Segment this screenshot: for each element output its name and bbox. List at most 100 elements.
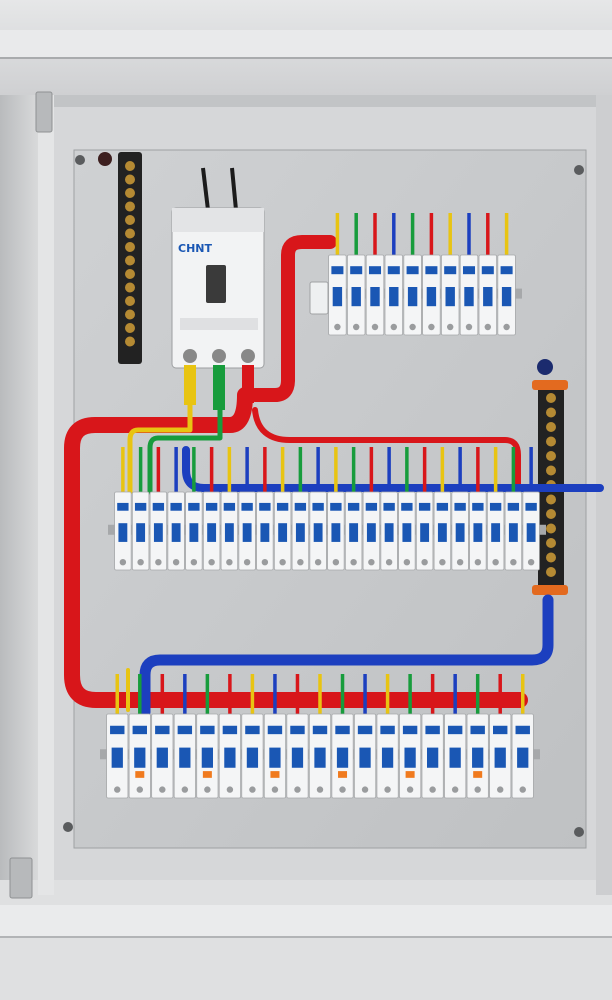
terminal-screw (451, 786, 459, 793)
breaker-label-strip (155, 725, 170, 735)
breaker-toggle (189, 523, 199, 542)
terminal-screw (429, 786, 436, 793)
terminal-screw (456, 559, 464, 566)
breaker-label-strip (294, 502, 307, 511)
terminal-screw (155, 559, 162, 566)
breaker-toggle (111, 747, 123, 768)
breaker-label-strip (454, 502, 466, 511)
terminal-screw (332, 559, 340, 566)
breaker-toggle (242, 523, 252, 542)
rcd-test-button (202, 771, 212, 778)
breaker-toggle (384, 523, 394, 542)
terminal-screw (125, 323, 135, 333)
breaker-toggle (291, 747, 304, 768)
wiring-harness (64, 235, 604, 718)
terminal-screw (125, 242, 135, 252)
terminal-screw (136, 786, 143, 793)
rcd-test-button (405, 771, 415, 778)
breaker-toggle (407, 287, 418, 307)
din-rail (322, 288, 522, 299)
breaker-toggle (426, 287, 437, 307)
terminal-screw (249, 786, 256, 793)
terminal-screw (421, 559, 428, 566)
terminal-screw (125, 215, 135, 225)
breaker-label-strip (436, 502, 449, 511)
breaker-label-strip (462, 266, 476, 275)
terminal-screw (390, 323, 397, 331)
terminal-screw (125, 188, 135, 198)
main-breaker-brand-label: CHNT (178, 242, 212, 255)
terminal-screw (546, 436, 556, 447)
hinge-top (35, 91, 53, 133)
breaker-toggle (420, 523, 430, 542)
terminal-screw (125, 228, 135, 239)
breaker-toggle (494, 747, 506, 768)
breaker-toggle (501, 287, 512, 307)
breaker-label-strip (245, 725, 260, 735)
terminal-screw (403, 559, 411, 566)
terminal-screw (125, 336, 135, 347)
breaker-label-strip (331, 266, 344, 275)
terminal-screw (125, 255, 135, 266)
din-rail (108, 524, 546, 535)
breaker-toggle (508, 523, 518, 542)
terminal-screw (334, 323, 341, 331)
breaker-toggle (427, 747, 439, 768)
breaker-label-strip (312, 725, 328, 735)
breaker-toggle (269, 747, 281, 768)
breaker-toggle (359, 747, 371, 768)
breaker-row-bottom (100, 713, 540, 799)
breaker-toggle (491, 523, 501, 542)
terminal-screw (159, 786, 166, 793)
rcd-test-button (135, 771, 145, 778)
main-breaker-mccb: CHNT (171, 167, 265, 410)
terminal-screw (316, 786, 324, 793)
terminal-screw (474, 786, 481, 793)
terminal-screw (125, 269, 135, 279)
terminal-screw (314, 559, 322, 566)
breaker-label-strip (170, 502, 182, 511)
terminal-screw (546, 523, 556, 534)
breaker-toggle (464, 287, 474, 307)
breaker-toggle (295, 523, 305, 542)
breaker-label-strip (365, 502, 378, 511)
terminal-screw (546, 552, 556, 563)
terminal-screw (261, 559, 269, 566)
terminal-screw (409, 323, 416, 331)
breaker-label-strip (500, 266, 513, 275)
breaker-toggle (351, 287, 361, 307)
breaker-label-strip (259, 502, 271, 511)
terminal-screw (125, 174, 135, 185)
breaker-toggle (313, 523, 323, 542)
terminal-screw (510, 559, 517, 566)
terminal-screw (447, 323, 454, 331)
breaker-label-strip (472, 502, 484, 511)
breaker-row-top (309, 254, 522, 336)
terminal-screw (243, 559, 251, 566)
breaker-toggle (472, 747, 484, 768)
breaker-label-strip (134, 502, 147, 511)
terminal-screw (226, 559, 233, 566)
breaker-toggle (455, 523, 465, 542)
terminal-screw (125, 282, 135, 293)
breaker-label-strip (401, 502, 413, 511)
terminal-screw (125, 161, 135, 171)
breaker-label-strip (132, 725, 147, 735)
terminal-screw (208, 559, 215, 566)
terminal-screw (546, 538, 556, 548)
terminal-screw (546, 393, 556, 403)
breaker-toggle (366, 523, 376, 542)
breaker-toggle (437, 523, 447, 542)
terminal-screw (546, 422, 556, 432)
terminal-screw (406, 786, 414, 793)
breaker-label-strip (290, 725, 305, 735)
breaker-toggle (473, 523, 483, 542)
breaker-label-strip (447, 725, 463, 735)
breaker-label-strip (425, 266, 438, 275)
breaker-toggle (332, 287, 343, 307)
breaker-toggle (260, 523, 270, 542)
breaker-label-strip (402, 725, 418, 735)
terminal-screw (428, 323, 435, 331)
terminal-screw (190, 559, 198, 566)
breaker-label-strip (117, 502, 129, 511)
